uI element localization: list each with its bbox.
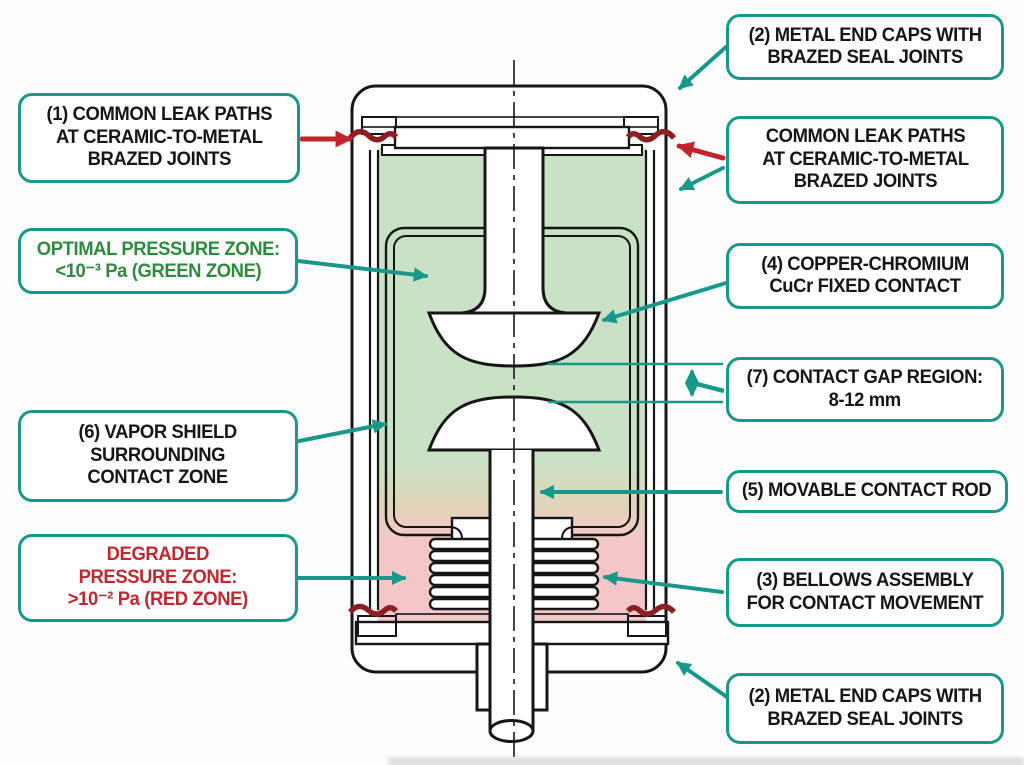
arrow-leak-right-wall [679, 166, 725, 191]
arrow-end-cap-top [678, 45, 728, 90]
callout-movable-contact-rod: (5) MOVABLE CONTACT ROD [726, 470, 1008, 513]
callout-label: OPTIMAL PRESSURE ZONE: <10⁻³ Pa (GREEN Z… [36, 238, 280, 282]
callout-contact-gap-region: (7) CONTACT GAP REGION: 8-12 mm [726, 357, 1004, 422]
callout-label: (7) CONTACT GAP REGION: 8-12 mm [746, 367, 984, 411]
callout-label: (1) COMMON LEAK PATHS AT CERAMIC-TO-META… [46, 104, 272, 171]
bottom-edge-artifact [388, 757, 1024, 765]
callout-cucr-fixed-contact: (4) COPPER-CHROMIUM CuCr FIXED CONTACT [726, 243, 1004, 309]
movable-contact-rod [488, 450, 535, 743]
callout-label: (4) COPPER-CHROMIUM CuCr FIXED CONTACT [761, 253, 969, 297]
arrow-optimal-zone [296, 259, 429, 282]
callout-common-leak-paths-right: COMMON LEAK PATHS AT CERAMIC-TO-METAL BR… [726, 116, 1004, 204]
callout-label: (2) METAL END CAPS WITH BRAZED SEAL JOIN… [748, 686, 982, 730]
callout-common-leak-paths-left: (1) COMMON LEAK PATHS AT CERAMIC-TO-META… [18, 93, 300, 183]
callout-vapor-shield: (6) VAPOR SHIELD SURROUNDING CONTACT ZON… [18, 410, 298, 502]
callout-label: (3) BELLOWS ASSEMBLY FOR CONTACT MOVEMEN… [746, 570, 984, 614]
rod-tip [488, 719, 535, 743]
callout-optimal-pressure-zone: OPTIMAL PRESSURE ZONE: <10⁻³ Pa (GREEN Z… [18, 228, 298, 294]
callout-label: COMMON LEAK PATHS AT CERAMIC-TO-METAL BR… [761, 126, 969, 193]
bottom-braze-seals [347, 603, 677, 617]
callout-metal-end-caps-bottom: (2) METAL END CAPS WITH BRAZED SEAL JOIN… [726, 673, 1004, 744]
ceramic-walls [368, 150, 656, 610]
gap-dimension [548, 362, 725, 404]
arrow-vapor-shield [297, 419, 388, 443]
callout-degraded-pressure-zone: DEGRADED PRESSURE ZONE: >10⁻² Pa (RED ZO… [18, 534, 298, 622]
callout-label: (6) VAPOR SHIELD SURROUNDING CONTACT ZON… [78, 422, 238, 489]
top-braze-seals [347, 128, 677, 143]
callout-metal-end-caps-top: (2) METAL END CAPS WITH BRAZED SEAL JOIN… [726, 14, 1004, 80]
callout-label: DEGRADED PRESSURE ZONE: >10⁻² Pa (RED ZO… [67, 544, 249, 611]
arrow-bellows [602, 571, 724, 594]
arrow-fixed-contact [601, 281, 728, 324]
callout-label: (5) MOVABLE CONTACT ROD [742, 480, 992, 502]
callout-label: (2) METAL END CAPS WITH BRAZED SEAL JOIN… [748, 24, 982, 68]
callout-bellows-assembly: (3) BELLOWS ASSEMBLY FOR CONTACT MOVEMEN… [726, 558, 1004, 627]
arrow-end-cap-bottom [676, 661, 729, 699]
arrow-leak-right-seal [676, 141, 726, 161]
